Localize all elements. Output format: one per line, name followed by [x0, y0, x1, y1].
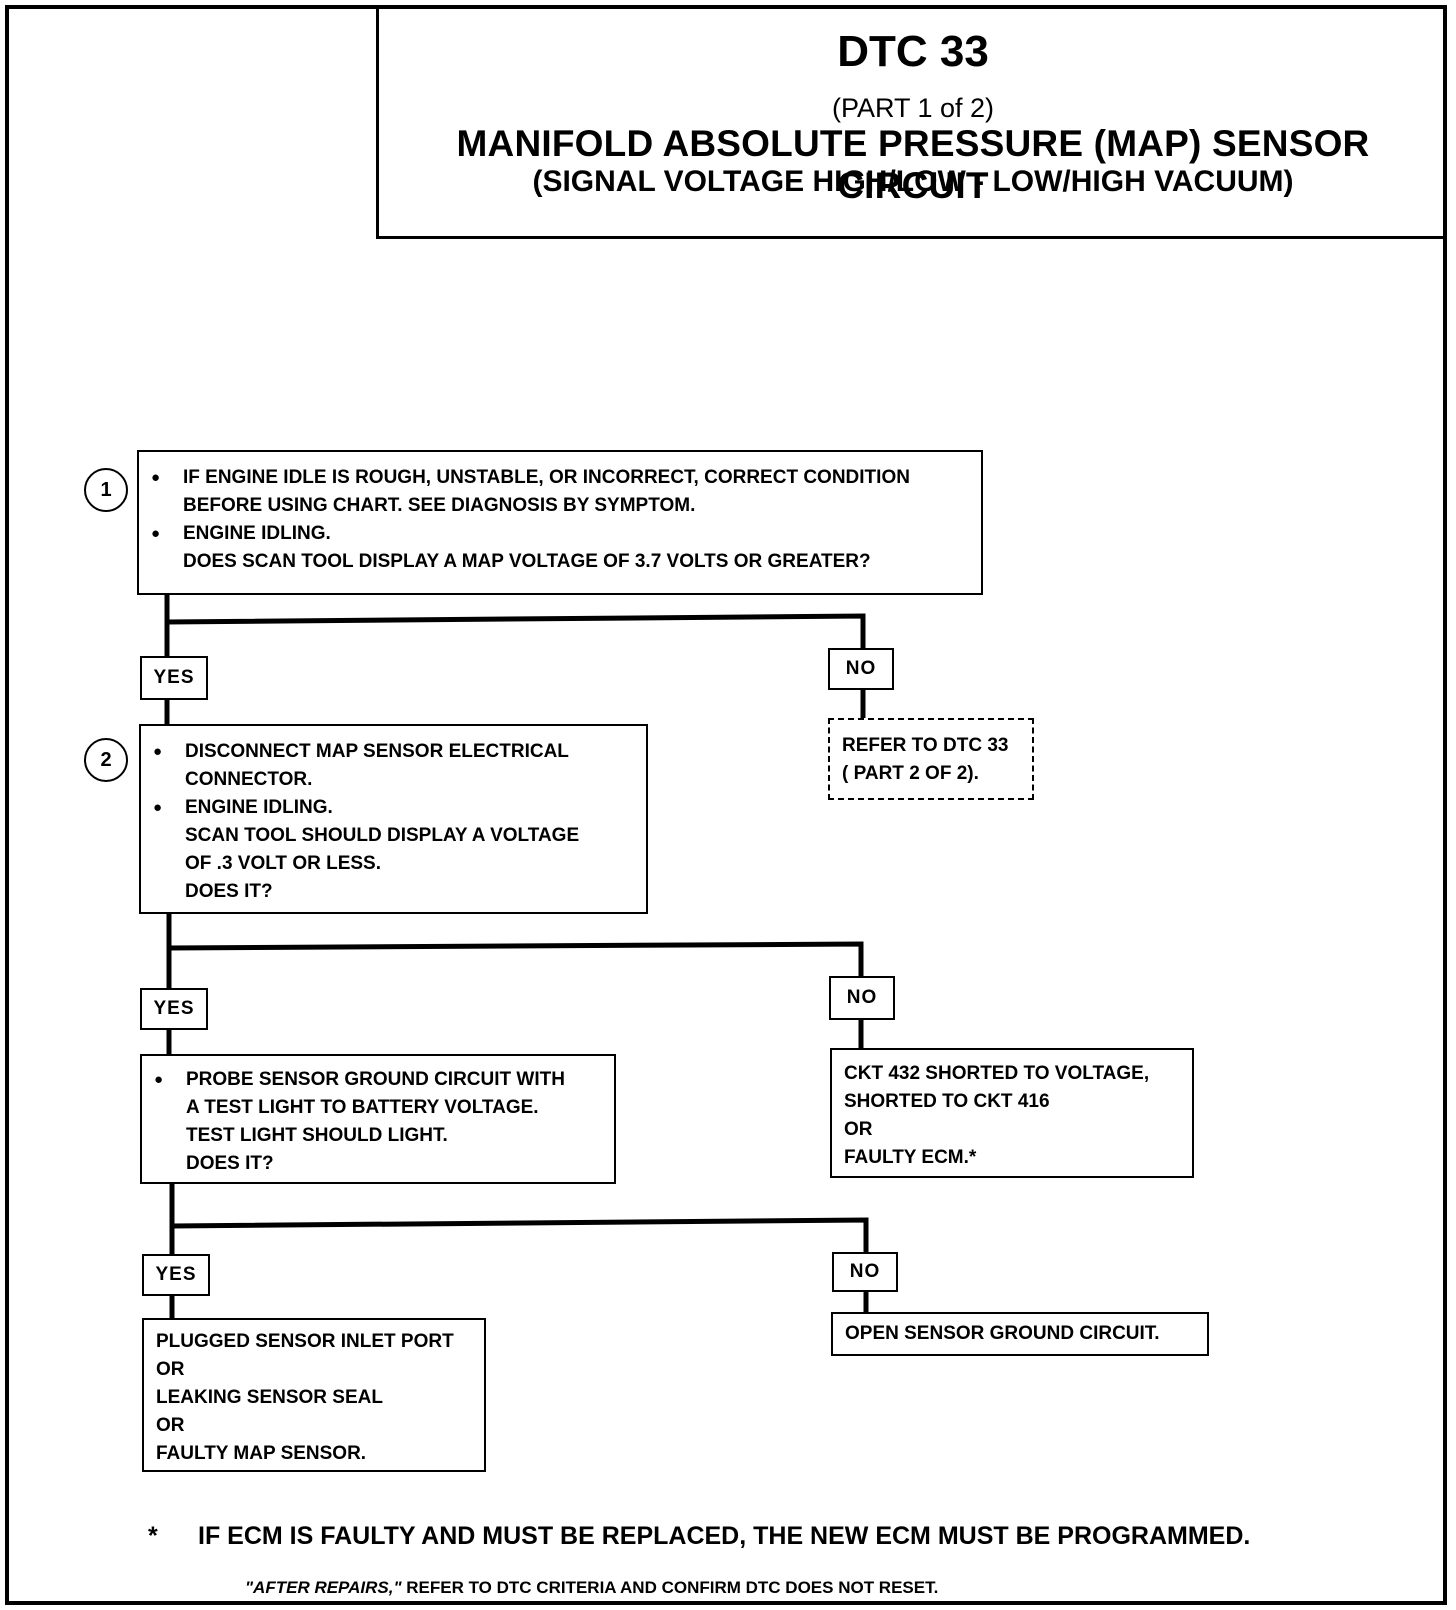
part-indicator: (PART 1 of 2) — [831, 93, 995, 123]
outcome-line: OR — [156, 1415, 185, 1436]
step-3-line: DOES IT? — [186, 1153, 274, 1174]
outcome-line: ( PART 2 OF 2). — [842, 763, 979, 784]
outcome-line: OR — [156, 1359, 185, 1380]
step-3-bullet-1: PROBE SENSOR GROUND CIRCUIT WITH A TEST … — [142, 1066, 614, 1178]
step-2-line: ENGINE IDLING. — [185, 797, 333, 818]
connector-step3-no — [171, 1217, 869, 1252]
step-2-bullet-1: DISCONNECT MAP SENSOR ELECTRICAL CONNECT… — [141, 738, 646, 794]
footnote-text: IF ECM IS FAULTY AND MUST BE REPLACED, T… — [198, 1522, 1251, 1550]
yes-label-1: YES — [140, 656, 208, 700]
page-title: MANIFOLD ABSOLUTE PRESSURE (MAP) SENSOR … — [456, 123, 1370, 206]
open-ground-outcome-box: OPEN SENSOR GROUND CIRCUIT. — [831, 1312, 1209, 1356]
step-2-line: OF .3 VOLT OR LESS. — [185, 853, 382, 874]
refer-part2-box: REFER TO DTC 33 ( PART 2 OF 2). — [828, 718, 1034, 800]
step-3-line: TEST LIGHT SHOULD LIGHT. — [186, 1125, 448, 1146]
step-2-bullet-2: ENGINE IDLING. SCAN TOOL SHOULD DISPLAY … — [141, 794, 646, 906]
outcome-line: OR — [844, 1119, 873, 1140]
outcome-line: REFER TO DTC 33 — [842, 735, 1009, 756]
yes-label-2: YES — [140, 988, 208, 1030]
step-1-line: DOES SCAN TOOL DISPLAY A MAP VOLTAGE OF … — [183, 551, 871, 572]
step-3-line: PROBE SENSOR GROUND CIRCUIT WITH — [186, 1069, 565, 1090]
plugged-port-outcome-box: PLUGGED SENSOR INLET PORT OR LEAKING SEN… — [142, 1318, 486, 1472]
no-label-2: NO — [829, 976, 895, 1020]
outcome-line: CKT 432 SHORTED TO VOLTAGE, — [844, 1063, 1150, 1084]
page-frame — [5, 5, 1447, 1605]
step-marker-2: 2 — [84, 738, 128, 782]
outcome-line: FAULTY ECM.* — [844, 1147, 977, 1168]
dtc-code: DTC 33 — [837, 27, 989, 76]
step-2-line: SCAN TOOL SHOULD DISPLAY A VOLTAGE — [185, 825, 580, 846]
yes-label-3: YES — [142, 1254, 210, 1296]
step-2-box: DISCONNECT MAP SENSOR ELECTRICAL CONNECT… — [139, 724, 648, 914]
step-2-line: DISCONNECT MAP SENSOR ELECTRICAL — [185, 741, 569, 762]
outcome-line: PLUGGED SENSOR INLET PORT — [156, 1331, 454, 1352]
step-1-bullet-1: IF ENGINE IDLE IS ROUGH, UNSTABLE, OR IN… — [139, 464, 981, 520]
step-1-line: IF ENGINE IDLE IS ROUGH, UNSTABLE, OR IN… — [183, 467, 910, 488]
no-label-1: NO — [828, 648, 894, 690]
step-1-line: ENGINE IDLING. — [183, 523, 331, 544]
after-repairs-label: "AFTER REPAIRS," — [245, 1578, 402, 1597]
ecm-footnote: * IF ECM IS FAULTY AND MUST BE REPLACED, … — [148, 1522, 1250, 1551]
step-1-box: IF ENGINE IDLE IS ROUGH, UNSTABLE, OR IN… — [137, 450, 983, 595]
step-marker-1: 1 — [84, 468, 128, 512]
step-1-line: BEFORE USING CHART. SEE DIAGNOSIS BY SYM… — [183, 495, 696, 516]
after-repairs-note: "AFTER REPAIRS," REFER TO DTC CRITERIA A… — [245, 1578, 938, 1598]
page-subtitle: (SIGNAL VOLTAGE HIGH/LOW - LOW/HIGH VACU… — [532, 165, 1294, 198]
ckt432-outcome-box: CKT 432 SHORTED TO VOLTAGE, SHORTED TO C… — [830, 1048, 1194, 1178]
no-label-3: NO — [832, 1252, 898, 1292]
outcome-line: LEAKING SENSOR SEAL — [156, 1387, 383, 1408]
connector-step1-no — [166, 613, 866, 648]
footnote-asterisk: * — [148, 1522, 158, 1550]
outcome-line: OPEN SENSOR GROUND CIRCUIT. — [845, 1323, 1160, 1344]
outcome-line: FAULTY MAP SENSOR. — [156, 1443, 367, 1464]
step-3-box: PROBE SENSOR GROUND CIRCUIT WITH A TEST … — [140, 1054, 616, 1184]
after-repairs-text: REFER TO DTC CRITERIA AND CONFIRM DTC DO… — [401, 1578, 939, 1597]
step-2-line: CONNECTOR. — [185, 769, 313, 790]
step-1-bullet-2: ENGINE IDLING. DOES SCAN TOOL DISPLAY A … — [139, 520, 981, 576]
step-2-line: DOES IT? — [185, 881, 273, 902]
title-block: DTC 33 (PART 1 of 2) MANIFOLD ABSOLUTE P… — [376, 5, 1447, 239]
outcome-line: SHORTED TO CKT 416 — [844, 1091, 1050, 1112]
step-3-line: A TEST LIGHT TO BATTERY VOLTAGE. — [186, 1097, 539, 1118]
connector-step2-no — [168, 941, 864, 976]
